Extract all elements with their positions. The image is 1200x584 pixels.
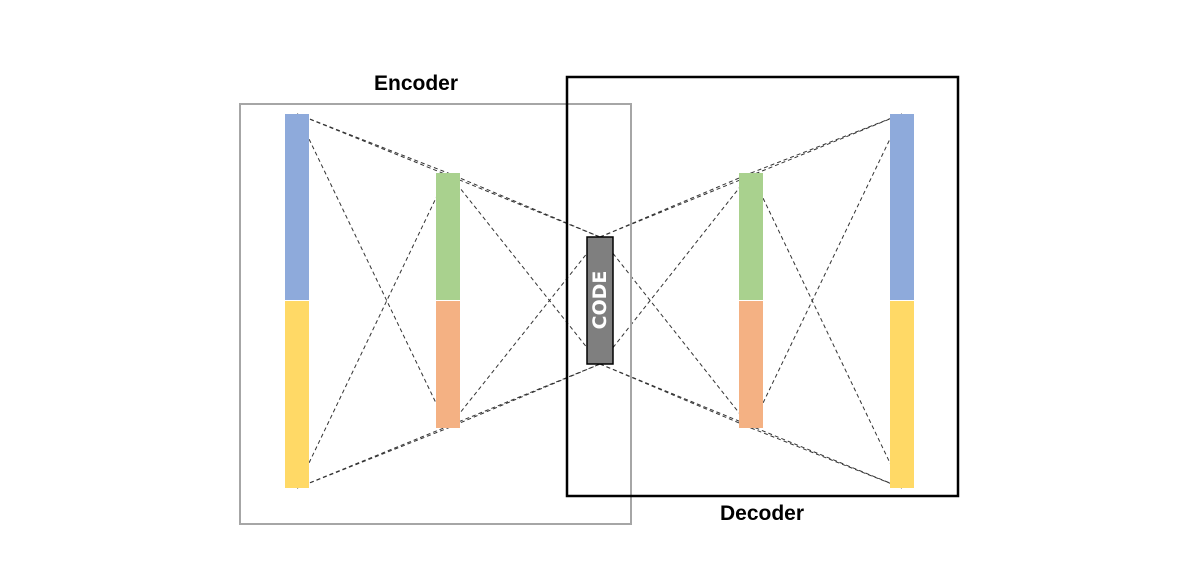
connection-line: [296, 172, 449, 489]
output-layer: [890, 114, 914, 488]
decoder-hidden-top-segment: [739, 173, 763, 300]
connection-line: [599, 172, 752, 365]
encoder-hidden-layer: [436, 173, 460, 428]
connection-line: [750, 427, 903, 489]
input-layer-bottom-segment: [285, 301, 309, 488]
connection-line: [750, 113, 903, 429]
output-layer-top-segment: [890, 114, 914, 300]
connection-line: [296, 113, 449, 174]
decoder-frame: [565, 75, 960, 498]
output-layer-bottom-segment: [890, 301, 914, 488]
code-box: [586, 236, 614, 365]
connection-line: [447, 172, 601, 238]
encoder-hidden-top-segment: [436, 173, 460, 300]
input-layer: [285, 114, 309, 488]
connection-line: [296, 427, 449, 489]
connection-line: [447, 172, 601, 365]
connection-line: [750, 172, 903, 489]
encoder-label: Encoder: [374, 72, 458, 95]
decoder-hidden-layer: [739, 173, 763, 428]
decoder-label: Decoder: [720, 502, 804, 525]
connection-line: [750, 113, 903, 174]
code-label: CODE: [589, 271, 611, 330]
connection-line: [447, 236, 601, 429]
code-bottleneck: CODE: [586, 236, 614, 365]
decoder-group: Decoder: [565, 75, 960, 525]
connection-line: [599, 363, 752, 429]
encoder-hidden-bottom-segment: [436, 301, 460, 428]
encoder-frame: [239, 103, 632, 525]
connection-line: [599, 172, 752, 238]
encoder-group: Encoder: [239, 72, 632, 525]
connection-line: [296, 113, 449, 429]
input-layer-top-segment: [285, 114, 309, 300]
connection-line: [447, 363, 601, 429]
decoder-hidden-bottom-segment: [739, 301, 763, 428]
connection-line: [599, 236, 752, 429]
